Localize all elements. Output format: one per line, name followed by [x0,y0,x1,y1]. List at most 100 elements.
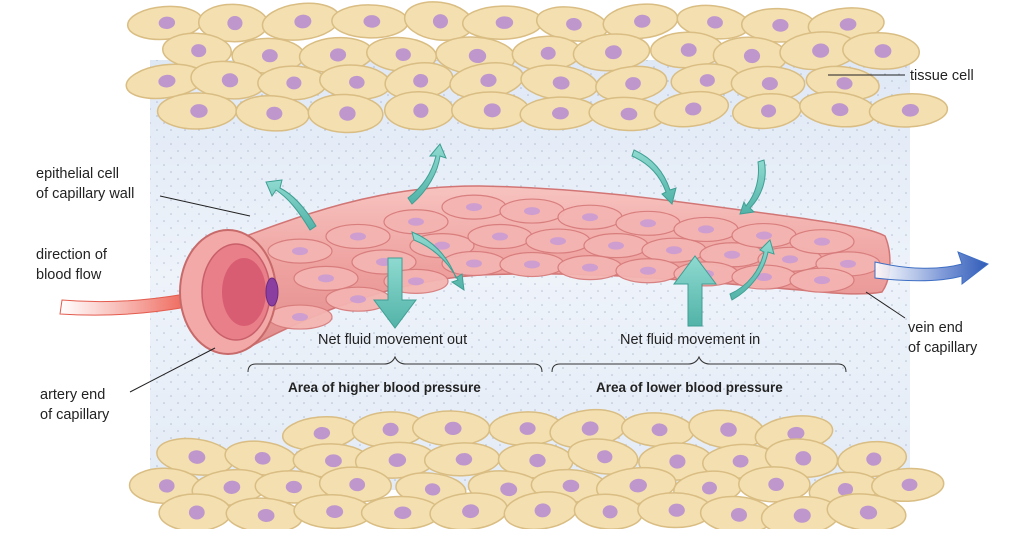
nucleus [732,454,749,468]
capillary-wall-cell [641,237,707,263]
nucleus [350,295,366,304]
capillary-wall-cell [731,264,797,290]
tissue-cell [360,495,441,530]
tissue-cell [637,492,713,529]
nucleus [795,451,812,466]
capillary-wall-cell [467,223,533,250]
nucleus [840,259,856,268]
nucleus [254,452,271,465]
label-artery-end: artery end of capillary [40,385,109,425]
tissue-cell [411,410,491,447]
nucleus [257,508,275,522]
capillary-wall-cell [499,251,565,278]
nucleus [666,246,682,255]
tissue-cell [799,91,878,128]
capillary-wall-cell [441,194,507,220]
nucleus [363,15,381,28]
tissue-cell [158,493,232,532]
capillary-wall-cell [615,210,681,236]
nucleus [581,421,599,436]
capillary-wall-cell [731,222,797,249]
brace-lower-pressure [551,355,847,373]
nucleus [620,107,638,121]
nucleus [292,313,308,322]
nucleus [191,44,207,58]
nucleus [761,104,777,118]
capillary-wall-cell [557,204,623,230]
pressure-braces [247,355,847,373]
nucleus [432,14,448,29]
brace-higher-pressure [247,355,543,373]
capillary [179,185,891,355]
nucleus [793,508,811,523]
nucleus [408,217,424,226]
nucleus [836,77,853,90]
capillary-lumen [222,258,266,326]
nucleus [529,453,546,468]
nucleus [424,483,441,496]
epithelial-nucleus [265,277,279,307]
nucleus [329,48,347,62]
nucleus [223,480,241,494]
fluid-out-arrow [265,179,317,231]
nucleus [221,73,239,88]
nucleus [859,505,878,520]
label-net-out: Net fluid movement out [318,332,468,348]
nucleus [566,17,582,31]
nucleus [382,422,399,437]
nucleus [540,46,556,60]
leader-vein [865,291,906,319]
capillary-wall-cell [615,258,681,284]
nucleus [466,203,482,212]
nucleus [524,207,540,216]
nucleus [388,453,407,467]
nucleus [629,478,647,493]
nucleus [562,479,580,493]
fluid-in-arrow [631,149,677,205]
tissue-cell [331,4,409,39]
nucleus [394,506,412,519]
nucleus [839,18,857,31]
label-epithelial-line2: of capillary wall [36,186,135,202]
nucleus [605,45,622,60]
label-net-in: Net fluid movement in [620,332,761,348]
nucleus [434,241,450,250]
nucleus [597,450,613,464]
nucleus [756,273,772,282]
nucleus [413,73,429,88]
tissue-cell [156,437,234,476]
capillary-wall-cell [267,304,333,330]
capillary-wall-cell [789,229,855,255]
nucleus [524,260,540,269]
capillary-wall-cell [525,228,591,254]
tissue-cell [731,92,802,130]
tissue-cell [738,466,811,503]
tissue-cell [257,65,328,101]
tissue-cell [868,93,949,128]
label-artery-line2: of capillary [40,407,110,423]
nucleus [874,44,892,58]
label-higher-pressure: Area of higher blood pressure [288,380,481,395]
capillary-wall-cell [499,198,565,224]
nucleus [814,237,830,246]
nucleus [495,16,514,29]
nucleus [325,454,342,468]
fluid-arrows-out [265,143,465,329]
nucleus [625,77,641,91]
tissue-cell [567,438,639,475]
tissue-cell [261,2,341,41]
nucleus [720,422,737,437]
tissue-cell [653,90,730,128]
nucleus [837,482,854,496]
nucleus [285,480,302,494]
nucleus [634,14,651,28]
label-epithelial-line1: epithelial cell [36,166,120,182]
label-epithelial-cell: epithelial cell of capillary wall [36,164,134,204]
tissue-cell [837,440,908,478]
tissue-cell [871,467,945,503]
leader-artery [129,347,216,393]
nucleus [550,237,566,246]
nucleus [519,422,536,435]
